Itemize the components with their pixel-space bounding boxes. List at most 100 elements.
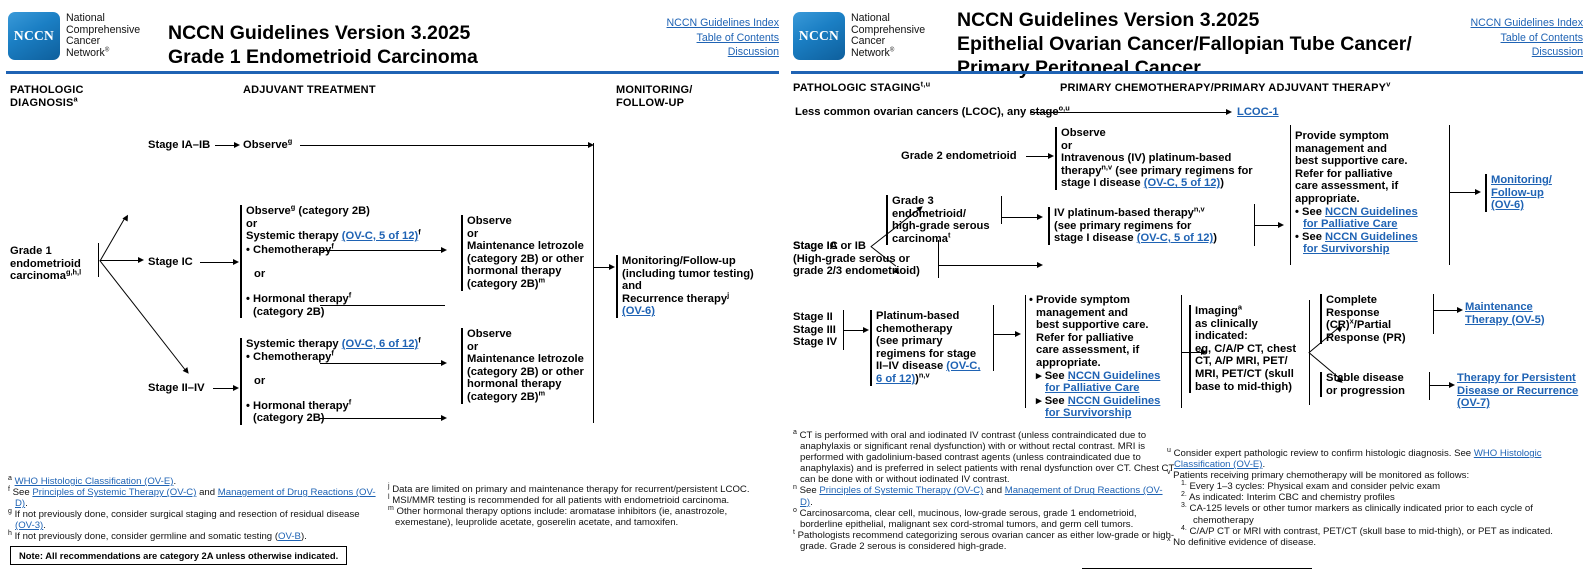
arrowhead-iiiv-hormonal xyxy=(441,414,447,421)
footnote-v-number: 3. xyxy=(1181,502,1187,510)
footnote-v-number: 4. xyxy=(1181,524,1187,532)
nccn-logo-right: NCCN National Comprehensive Cancer Netwo… xyxy=(793,12,925,60)
page-title-line2: Grade 1 Endometrioid Carcinoma xyxy=(168,46,478,68)
palliative2-left-bar xyxy=(1025,295,1026,408)
line-stable-to-persistent xyxy=(1429,385,1453,386)
arrowhead-stable-disease xyxy=(1449,381,1455,388)
arrowhead-ia-ib xyxy=(234,141,240,148)
left-header: NCCN National Comprehensive Cancer Netwo… xyxy=(0,0,785,74)
link-discussion[interactable]: Discussion xyxy=(727,46,779,58)
link-lcoc-1[interactable]: LCOC-1 xyxy=(1237,106,1279,118)
link-persistent-therapy-2[interactable]: Disease or Recurrence xyxy=(1457,384,1579,397)
node-stable-disease: Stable disease or progression xyxy=(1320,372,1430,398)
header-links: NCCN Guidelines Index Table of Contents … xyxy=(667,16,779,60)
node-ii-iv-treatment-options: Systemic therapy (OV-C, 6 of 12)f • Chem… xyxy=(240,336,456,425)
link-nccn-survivorship-1[interactable]: NCCN Guidelines xyxy=(1325,230,1418,243)
node-stage-ii-iv: Stage II–IV xyxy=(148,382,205,394)
link-guidelines-index-right[interactable]: NCCN Guidelines Index xyxy=(1470,17,1583,29)
footnote-link[interactable]: WHO Histologic Classification (OV-E) xyxy=(14,476,174,487)
logo-word-line1: National xyxy=(66,12,105,24)
nccn-logo-wordmark-right: National Comprehensive Cancer Network® xyxy=(851,12,926,59)
footnote-link[interactable]: Principles of Systemic Therapy (OV-C) xyxy=(819,485,984,497)
line-ivbox-to-palliative xyxy=(1254,225,1282,226)
branch-arrow-ic xyxy=(138,256,144,263)
nccn-logo: NCCN National Comprehensive Cancer Netwo… xyxy=(8,12,140,60)
line-iiiv-chemo-to-maint xyxy=(320,363,445,364)
node-lcoc: Less common ovarian cancers (LCOC), any … xyxy=(795,103,1070,118)
node-grade1-diagnosis: Grade 1 endometrioid carcinomag,h,l xyxy=(10,245,82,283)
imaging-out-bar xyxy=(1309,300,1310,405)
footnote-item: x No definitive evidence of disease. xyxy=(1167,535,1317,548)
category-note-box: Note: All recommendations are category 2… xyxy=(10,546,348,565)
node-ic-treatment-options: Observeg (category 2B) or Systemic thera… xyxy=(240,203,456,319)
link-nccn-survivorship-1b[interactable]: for Survivorship xyxy=(1303,243,1390,256)
footnote-marker: g xyxy=(8,508,12,516)
link-discussion-right[interactable]: Discussion xyxy=(1531,46,1583,58)
node-stage-ic-right: Stage IC (High-grade serous or grade 2/3… xyxy=(793,240,920,278)
link-nccn-palliative-care-2b[interactable]: for Palliative Care xyxy=(1045,382,1140,395)
header-links-right: NCCN Guidelines Index Table of Contents … xyxy=(1471,16,1583,60)
footnotes-left-column: a WHO Histologic Classification (OV-E).f… xyxy=(8,474,380,543)
link-ov-c-6of12-b[interactable]: 6 of 12) xyxy=(876,372,916,385)
node-persistent-therapy-link: Therapy for Persistent Disease or Recurr… xyxy=(1457,372,1589,410)
link-ov-c-6of12-a[interactable]: (OV-C, xyxy=(946,360,981,373)
line-cr-to-maintenance xyxy=(1433,310,1461,311)
link-nccn-palliative-care-1b[interactable]: for Palliative Care xyxy=(1303,218,1398,231)
footnote-item: n See Principles of Systemic Therapy (OV… xyxy=(793,484,1163,508)
footnote-item: o Carcinosarcoma, clear cell, mucinous, … xyxy=(793,506,1137,530)
arrowhead-ivbox xyxy=(1278,221,1284,228)
right-header: NCCN National Comprehensive Cancer Netwo… xyxy=(785,0,1589,79)
logo-word-line2: Comprehensive xyxy=(66,23,141,36)
link-nccn-palliative-care-2[interactable]: NCCN Guidelines xyxy=(1067,369,1161,382)
arrowhead-grade3 xyxy=(1037,213,1043,220)
page-title-right: NCCN Guidelines Version 3.2025 Epithelia… xyxy=(957,9,1412,79)
footnote-v-number: 1. xyxy=(1181,480,1187,488)
footnote-link[interactable]: Management of Drug Reactions (OV-D) xyxy=(15,487,376,510)
link-maintenance-therapy-1[interactable]: Maintenance xyxy=(1465,301,1533,313)
node-monitoring-followup-right: Monitoring/ Follow-up (OV-6) xyxy=(1485,174,1589,212)
footnote-link[interactable]: OV-B xyxy=(278,531,301,543)
link-nccn-survivorship-2b[interactable]: for Survivorship xyxy=(1045,407,1132,420)
branch-line-ia-ib xyxy=(100,216,126,261)
footnote-marker: x xyxy=(1167,535,1171,543)
footnote-link[interactable]: WHO Histologic Classification (OV-E) xyxy=(1174,448,1542,471)
footnote-v-item: 2. As indicated: Interim CBC and chemist… xyxy=(1181,491,1395,504)
footnote-link[interactable]: Principles of Systemic Therapy (OV-C) xyxy=(32,487,197,499)
link-ov-c-6of12-iiiv[interactable]: (OV-C, 6 of 12) xyxy=(341,338,419,350)
link-ov-c-5of12-ic[interactable]: (OV-C, 5 of 12) xyxy=(341,230,419,243)
link-table-of-contents-right[interactable]: Table of Contents xyxy=(1500,31,1583,44)
link-maintenance-therapy-2[interactable]: Therapy (OV-5) xyxy=(1465,313,1545,326)
link-monitoring-followup-1[interactable]: Monitoring/ xyxy=(1491,174,1552,186)
line-ic-hormonal-to-monitoring xyxy=(320,305,445,306)
column-header-primary-chemo: PRIMARY CHEMOTHERAPY/PRIMARY ADJUVANT TH… xyxy=(1060,79,1391,94)
link-guidelines-index[interactable]: NCCN Guidelines Index xyxy=(666,17,779,29)
link-persistent-therapy-1[interactable]: Therapy for Persistent xyxy=(1457,372,1576,384)
footnote-marker: h xyxy=(8,530,12,538)
link-monitoring-followup-2[interactable]: Follow-up xyxy=(1491,186,1544,199)
footnote-item: l MSI/MMR testing is recommended for all… xyxy=(388,493,730,507)
stage-ic-bar xyxy=(938,240,939,278)
palliative2-right-bar xyxy=(1181,295,1182,408)
arrow-ia-ib-to-observe xyxy=(215,145,237,146)
link-table-of-contents[interactable]: Table of Contents xyxy=(696,31,779,44)
monitoring-collector-line xyxy=(593,143,594,423)
footnote-v-number: 2. xyxy=(1181,491,1187,499)
link-persistent-therapy-3[interactable]: (OV-7) xyxy=(1457,397,1490,410)
link-nccn-palliative-care-1[interactable]: NCCN Guidelines xyxy=(1325,205,1418,218)
link-ov-6-left[interactable]: (OV-6) xyxy=(622,305,655,318)
link-nccn-survivorship-2[interactable]: NCCN Guidelines xyxy=(1067,394,1161,407)
link-ov-c-5of12-grade2[interactable]: (OV-C, 5 of 12) xyxy=(1143,177,1221,190)
node-observe-g: Observeg xyxy=(243,136,293,151)
footnote-v-item: 3. CA-125 levels or other tumor markers … xyxy=(1181,502,1533,526)
link-ov-c-5of12-iv[interactable]: (OV-C, 5 of 12) xyxy=(1136,232,1214,245)
line-ic-chemo-to-maint xyxy=(320,250,445,251)
node-palliative-care-upper: Provide symptom management and best supp… xyxy=(1295,130,1418,256)
footnote-link[interactable]: Management of Drug Reactions (OV-D) xyxy=(800,485,1163,508)
footnote-marker: a xyxy=(8,474,12,482)
footnote-link[interactable]: (OV-3) xyxy=(15,520,44,532)
column-header-adjuvant-treatment: ADJUVANT TREATMENT xyxy=(243,84,376,96)
link-monitoring-followup-3[interactable]: (OV-6) xyxy=(1491,199,1524,212)
line-observe-to-monitoring xyxy=(300,145,592,146)
footnote-item: f See Principles of Systemic Therapy (OV… xyxy=(8,485,376,510)
node-maintenance-therapy-link: Maintenance Therapy (OV-5) xyxy=(1465,301,1585,326)
